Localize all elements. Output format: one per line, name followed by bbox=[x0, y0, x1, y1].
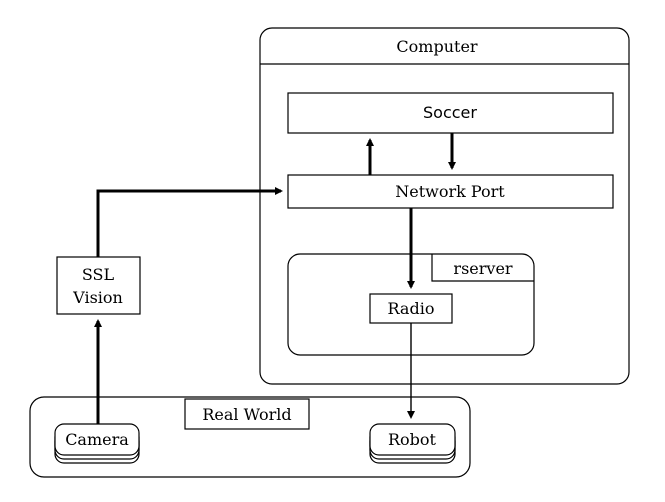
radio-node: Radio bbox=[369, 293, 453, 324]
soccer-box bbox=[287, 92, 614, 134]
real-world-container: Real World bbox=[29, 396, 471, 478]
robot-node: Robot bbox=[369, 423, 456, 464]
camera-label: Camera bbox=[65, 430, 129, 449]
rserver-label: rserver bbox=[453, 259, 512, 278]
ssl-vision-box bbox=[56, 256, 141, 315]
soccer-label: Soccer bbox=[423, 103, 477, 122]
ssl-vision-label-line1: SSL bbox=[82, 265, 115, 284]
robot-box bbox=[369, 423, 456, 456]
arrow-vision-to-network bbox=[96, 187, 283, 257]
soccer-node: Soccer bbox=[287, 92, 614, 134]
network-port-label: Network Port bbox=[395, 182, 505, 201]
radio-label: Radio bbox=[388, 299, 435, 318]
camera-node: Camera bbox=[54, 423, 140, 464]
robot-label: Robot bbox=[388, 430, 437, 449]
network-port-node: Network Port bbox=[287, 174, 614, 209]
rserver-tab bbox=[431, 254, 534, 282]
ssl-vision-node: SSL Vision bbox=[56, 256, 141, 315]
network-port-box bbox=[287, 174, 614, 209]
real-world-label: Real World bbox=[202, 405, 291, 424]
computer-label: Computer bbox=[396, 37, 477, 56]
real-world-label-box bbox=[184, 398, 310, 430]
real-world-outline bbox=[29, 396, 471, 478]
ssl-vision-label-line2: Vision bbox=[72, 288, 123, 307]
connectors bbox=[94, 133, 456, 424]
